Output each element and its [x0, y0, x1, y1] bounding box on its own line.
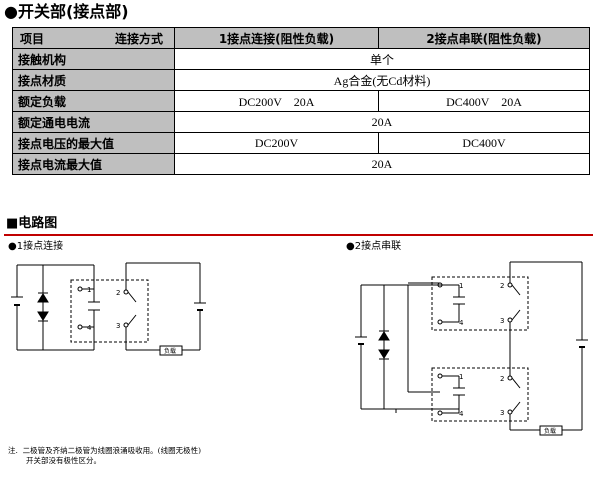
- svg-text:1: 1: [87, 286, 91, 294]
- table-row: 接点电压的最大值 DC200V DC400V: [12, 132, 590, 154]
- table-row: 接点材质 Ag合金(无Cd材料): [12, 69, 590, 91]
- header-col2: 2接点串联(阻性负载): [378, 27, 590, 49]
- note-prefix: 注.: [8, 446, 18, 455]
- switch-contact: [127, 291, 137, 303]
- row-value-col1: DC200V 20A: [174, 90, 379, 112]
- table-row: 接点电流最大值 20A: [12, 153, 590, 175]
- row-value: Ag合金(无Cd材料): [174, 69, 590, 91]
- note-line1: 二极管及齐纳二极管为线圈浪涌吸收用。(线圈无极性): [22, 446, 202, 455]
- table-row: 额定负载 DC200V 20A DC400V 20A: [12, 90, 590, 112]
- battery-icon: [194, 263, 206, 350]
- row-value: 20A: [174, 153, 590, 175]
- coil-icon: [88, 289, 100, 327]
- row-label: 接点材质: [12, 69, 175, 91]
- svg-text:2: 2: [500, 375, 504, 383]
- table-row: 额定通电电流 20A: [12, 111, 590, 133]
- header-item-label: 项目: [20, 31, 45, 46]
- battery-icon: [11, 265, 23, 350]
- svg-text:2: 2: [500, 282, 504, 290]
- svg-text:3: 3: [500, 317, 504, 325]
- table-row: 接触机构 单个: [12, 48, 590, 70]
- load-label: 负载: [544, 427, 556, 435]
- diode-icon: [37, 292, 49, 322]
- footnote: 注. 二极管及齐纳二极管为线圈浪涌吸收用。(线圈无极性) 开关部没有极性区分。: [8, 446, 201, 466]
- note-line2: 开关部没有极性区分。: [26, 456, 101, 465]
- row-label: 额定通电电流: [12, 111, 175, 133]
- circuit-diagram-2: 1 4 2 3 1 4 2 3 负载: [355, 261, 588, 436]
- row-label: 接点电压的最大值: [12, 132, 175, 154]
- switch-section-title: ●开关部(接点部): [4, 2, 129, 21]
- svg-text:4: 4: [87, 324, 92, 332]
- row-value-col2: DC400V 20A: [378, 90, 590, 112]
- header-col1: 1接点连接(阻性负载): [174, 27, 379, 49]
- header-item-cell: 项目 连接方式: [12, 27, 175, 49]
- row-value: 单个: [174, 48, 590, 70]
- svg-text:3: 3: [116, 322, 120, 330]
- svg-text:1: 1: [459, 373, 463, 381]
- table-header-row: 项目 连接方式 1接点连接(阻性负载) 2接点串联(阻性负载): [12, 27, 590, 49]
- battery-icon: [576, 262, 588, 430]
- header-method-label: 连接方式: [114, 31, 163, 46]
- row-label: 接点电流最大值: [12, 153, 175, 175]
- spec-table: 项目 连接方式 1接点连接(阻性负载) 2接点串联(阻性负载) 接触机构 单个 …: [12, 27, 590, 175]
- svg-text:3: 3: [500, 409, 504, 417]
- section-divider: [4, 234, 593, 236]
- diode-icon: [378, 330, 390, 360]
- load-label: 负载: [164, 347, 176, 355]
- svg-text:2: 2: [116, 289, 120, 297]
- svg-text:1: 1: [459, 282, 463, 290]
- row-label: 接触机构: [12, 48, 175, 70]
- battery-icon: [355, 285, 367, 409]
- circuit-section-title: ■电路图: [6, 216, 58, 231]
- circuit-diagram-1: 1 4 2 3 负载: [11, 262, 206, 356]
- diagram2-title: ●2接点串联: [346, 241, 402, 252]
- diagram1-title: ●1接点连接: [8, 241, 64, 252]
- svg-text:4: 4: [459, 410, 464, 418]
- row-label: 额定负载: [12, 90, 175, 112]
- svg-text:4: 4: [459, 319, 464, 327]
- row-value-col2: DC400V: [378, 132, 590, 154]
- row-value: 20A: [174, 111, 590, 133]
- row-value-col1: DC200V: [174, 132, 379, 154]
